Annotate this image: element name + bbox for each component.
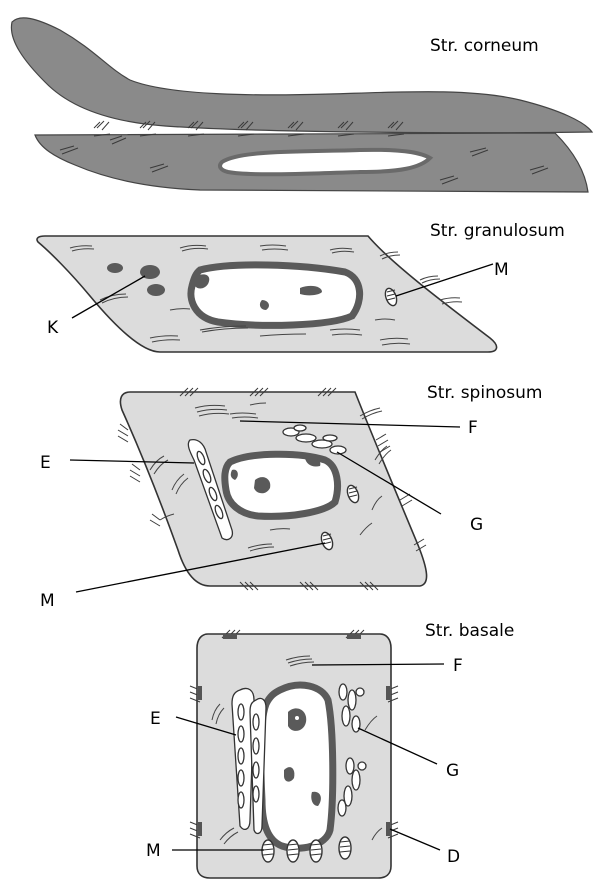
basale-mitochondrion — [262, 840, 274, 862]
layer-title-granulosum: Str. granulosum — [430, 221, 565, 241]
layer-title-basale: Str. basale — [425, 621, 514, 641]
label-basale-g: G — [446, 761, 459, 781]
label-basale-d: D — [447, 847, 460, 867]
spinosum-group — [118, 388, 427, 590]
basale-desmosome-plaque — [347, 634, 361, 639]
basale-mitochondrion — [287, 840, 299, 862]
basale-group — [190, 630, 398, 878]
basale-desmosome-plaque — [197, 822, 202, 836]
basale-chromatin — [284, 767, 294, 781]
spinosum-nucleus — [225, 454, 338, 516]
label-spinosum-f: F — [468, 418, 478, 438]
keratohyalin-granule — [107, 263, 123, 273]
leader-basale-d — [390, 829, 440, 850]
granulosum-group — [37, 236, 497, 352]
basale-desmosome-plaque — [197, 686, 202, 700]
label-granulosum-k: K — [47, 318, 59, 338]
label-spinosum-e: E — [40, 453, 51, 473]
label-basale-e: E — [150, 709, 161, 729]
label-granulosum-m: M — [494, 260, 509, 280]
spinosum-chromatin — [254, 477, 270, 493]
basale-nucleolus — [295, 716, 299, 720]
keratohyalin-granule — [147, 284, 165, 296]
label-basale-f: F — [453, 656, 463, 676]
corneum-nucleus-remnant — [220, 150, 430, 174]
label-spinosum-g: G — [470, 515, 483, 535]
layer-title-corneum: Str. corneum — [430, 36, 539, 56]
label-basale-m: M — [146, 841, 161, 861]
basale-desmosome-plaque — [223, 634, 237, 639]
granulosum-nucleus — [191, 265, 360, 325]
basale-mitochondrion — [339, 837, 351, 859]
basale-mitochondrion — [310, 840, 322, 862]
layer-title-spinosum: Str. spinosum — [427, 383, 542, 403]
label-spinosum-m: M — [40, 591, 55, 611]
basale-desmosome-plaque — [386, 686, 391, 700]
